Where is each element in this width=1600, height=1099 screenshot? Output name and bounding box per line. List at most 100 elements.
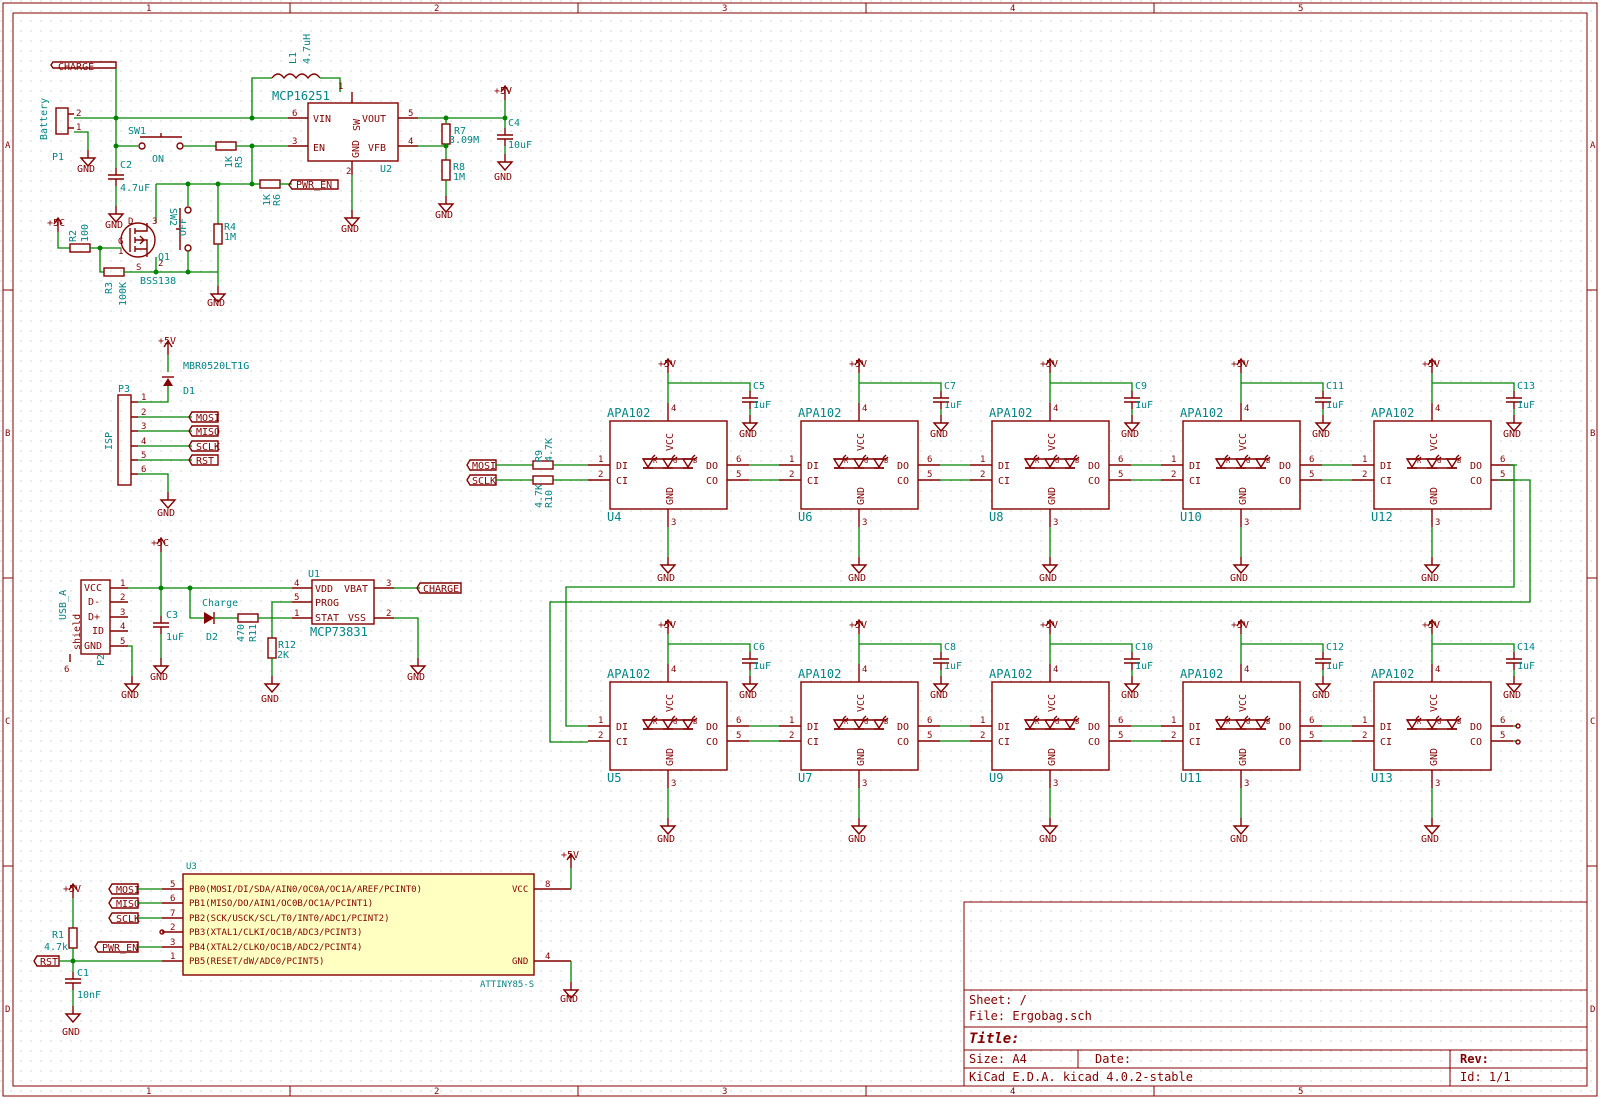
d2-ref: D2 bbox=[206, 632, 218, 643]
l1-value: 4.7uH bbox=[302, 34, 313, 64]
led-pin-di: DI bbox=[1380, 722, 1392, 733]
led-pin-ci: CI bbox=[1380, 476, 1392, 487]
p5v-label-u2: +5V bbox=[494, 86, 512, 97]
power-section: CHARGE Battery P1 2 1 GND 1 L1 4.7uH MCP… bbox=[39, 34, 532, 309]
sw1-ref: SW1 bbox=[128, 126, 146, 137]
led-pin-ci: CI bbox=[616, 476, 628, 487]
gnd-label-c3: GND bbox=[150, 672, 168, 683]
svg-text:3: 3 bbox=[671, 518, 676, 528]
led-cap-gnd-label: GND bbox=[1503, 690, 1521, 701]
led-ref: U10 bbox=[1180, 510, 1202, 524]
svg-text:S: S bbox=[136, 263, 141, 273]
led-color-b: B bbox=[693, 718, 697, 726]
p5v-label-isp: +5V bbox=[158, 336, 176, 347]
r5-ref: R5 bbox=[234, 156, 245, 168]
led-pin-di: DI bbox=[807, 461, 819, 472]
gnd-label-r12: GND bbox=[261, 694, 279, 705]
c2-ref: C2 bbox=[120, 160, 132, 171]
battery-label: Battery bbox=[39, 98, 50, 140]
sw2-off-label: OFF bbox=[178, 218, 189, 236]
r11-ref: R11 bbox=[248, 624, 259, 642]
p2-ref: P2 bbox=[96, 654, 107, 666]
led-color-g: G bbox=[673, 457, 677, 465]
u3-pin-pb2: PB2(SCK/USCK/SCL/T0/INT0/ADC1/PCINT2) bbox=[189, 914, 389, 924]
led-pin-vcc: VCC bbox=[1047, 694, 1058, 712]
led-value: APA102 bbox=[607, 667, 650, 681]
net-label-sclk-mcu: SCLK bbox=[116, 914, 140, 925]
led-pin-vcc: VCC bbox=[1238, 694, 1249, 712]
svg-text:2: 2 bbox=[980, 470, 985, 480]
r2-value: 100 bbox=[80, 224, 91, 242]
led-pin-do: DO bbox=[706, 722, 718, 733]
led-pin-vcc: VCC bbox=[1047, 433, 1058, 451]
led-pin-di: DI bbox=[998, 722, 1010, 733]
p5c-label-usb: +5C bbox=[151, 538, 169, 549]
svg-text:5: 5 bbox=[1309, 731, 1314, 741]
led-color-g: G bbox=[673, 718, 677, 726]
row-label-d-right: D bbox=[1590, 1005, 1595, 1015]
led-cap-value: 1uF bbox=[753, 661, 771, 672]
svg-text:G: G bbox=[118, 237, 123, 247]
col-label-3: 3 bbox=[722, 4, 727, 14]
r4-ref: R4 bbox=[224, 222, 236, 233]
led-cap-ref: C13 bbox=[1517, 381, 1535, 392]
led-pin-gnd: GND bbox=[856, 748, 867, 766]
led-pin-ci: CI bbox=[998, 737, 1010, 748]
p3-pin-2: 2 bbox=[141, 408, 146, 418]
svg-text:5: 5 bbox=[736, 731, 741, 741]
led-pin-co: CO bbox=[1470, 737, 1482, 748]
r12-value: 2K bbox=[277, 650, 289, 661]
svg-text:2: 2 bbox=[598, 470, 603, 480]
led-pin-vcc: VCC bbox=[1429, 433, 1440, 451]
led-pin-do: DO bbox=[1470, 722, 1482, 733]
sw2-ref: SW2 bbox=[167, 208, 178, 226]
svg-text:6: 6 bbox=[1500, 455, 1505, 465]
led-pin-do: DO bbox=[1279, 461, 1291, 472]
svg-text:6: 6 bbox=[170, 894, 175, 904]
led-pin-ci: CI bbox=[1189, 737, 1201, 748]
led-pin-co: CO bbox=[1279, 476, 1291, 487]
u3-pin-pb4: PB4(XTAL2/CLKO/OC1B/ADC2/PCINT4) bbox=[189, 943, 362, 953]
net-label-miso-mcu: MISO bbox=[116, 899, 140, 910]
svg-text:6: 6 bbox=[927, 716, 932, 726]
svg-text:4: 4 bbox=[294, 579, 299, 589]
u3-pin-pb5: PB5(RESET/dW/ADC0/PCINT5) bbox=[189, 957, 324, 967]
led-cap-ref: C11 bbox=[1326, 381, 1344, 392]
led-pin-di: DI bbox=[807, 722, 819, 733]
led-cap-value: 1uF bbox=[1135, 661, 1153, 672]
net-label-mosi-led: MOSI bbox=[472, 461, 496, 472]
led-p5v-label: +5V bbox=[1422, 359, 1440, 370]
svg-text:2: 2 bbox=[598, 731, 603, 741]
net-label-charge-usb: CHARGE bbox=[423, 584, 459, 595]
svg-text:4: 4 bbox=[862, 665, 867, 675]
svg-text:5: 5 bbox=[1309, 470, 1314, 480]
r11-value: 470 bbox=[236, 624, 247, 642]
u3-pin-gnd: GND bbox=[512, 957, 528, 967]
led-pin-gnd: GND bbox=[856, 487, 867, 505]
svg-text:1: 1 bbox=[598, 455, 603, 465]
led-cap-value: 1uF bbox=[944, 400, 962, 411]
col-label-3-bottom: 3 bbox=[722, 1087, 727, 1097]
led-p5v-label: +5V bbox=[849, 359, 867, 370]
gnd-label-u1: GND bbox=[407, 672, 425, 683]
r3-ref: R3 bbox=[104, 282, 115, 294]
r9-value: 4.7K bbox=[544, 438, 555, 462]
row-label-a: A bbox=[5, 141, 11, 151]
r7-value: 3.09M bbox=[449, 135, 479, 146]
net-label-mosi-mcu: MOSI bbox=[116, 885, 140, 896]
led-cap-ref: C10 bbox=[1135, 642, 1153, 653]
svg-text:1: 1 bbox=[170, 952, 175, 962]
svg-text:4: 4 bbox=[862, 404, 867, 414]
led-color-b: B bbox=[884, 718, 888, 726]
led-chain-return-wire bbox=[549, 464, 1531, 743]
net-label-sclk-isp: SCLK bbox=[196, 442, 220, 453]
r7-ref: R7 bbox=[454, 126, 466, 137]
led-pin-do: DO bbox=[897, 722, 909, 733]
svg-text:4: 4 bbox=[1435, 665, 1440, 675]
svg-text:2: 2 bbox=[980, 731, 985, 741]
